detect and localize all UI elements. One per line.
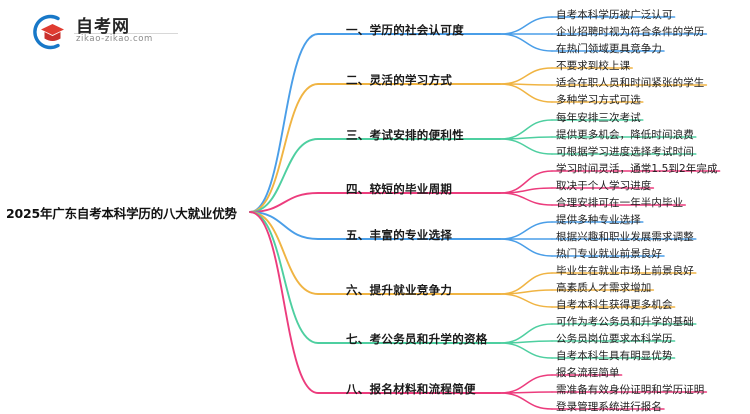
branch-wire <box>249 138 501 213</box>
leaf-wire <box>499 136 553 140</box>
leaf-wire <box>499 16 553 35</box>
leaf-label-1-1: 自考本科学历被广泛认可 <box>556 9 673 21</box>
leaf-label-6-3: 自考本科生获得更多机会 <box>556 299 673 311</box>
leaf-label-3-2: 提供更多机会，降低时间浪费 <box>556 129 694 141</box>
leaf-wire <box>499 221 553 240</box>
logo-domain: zikao-zikao.com <box>76 34 153 44</box>
branch-label-6: 六、提升就业竞争力 <box>346 283 453 297</box>
leaf-wire <box>499 289 553 295</box>
branch-label-3: 三、考试安排的便利性 <box>346 128 464 142</box>
leaf-label-3-1: 每年安排三次考试 <box>556 112 641 124</box>
leaf-wire <box>499 192 553 206</box>
leaf-label-4-3: 合理安排可在一年半内毕业 <box>556 197 684 209</box>
leaf-wire <box>499 187 553 194</box>
leaf-label-5-3: 热门专业就业前景良好 <box>556 248 662 260</box>
leaf-label-2-3: 多种学习方式可选 <box>556 94 641 106</box>
leaf-wire <box>499 340 553 344</box>
leaf-label-5-1: 提供多种专业选择 <box>556 214 641 226</box>
leaf-wire <box>499 67 553 85</box>
leaf-label-4-2: 取决于个人学习进度 <box>556 180 652 192</box>
leaf-label-6-1: 毕业生在就业市场上前景良好 <box>556 265 694 277</box>
leaf-wire <box>499 342 553 359</box>
leaf-label-3-3: 可根据学习进度选择考试时间 <box>556 146 694 158</box>
leaf-wire <box>499 272 553 295</box>
leaf-wire <box>499 391 553 394</box>
leaf-wire <box>499 238 553 257</box>
site-logo: 自考网 zikao-zikao.com <box>28 12 178 52</box>
branch-label-5: 五、丰富的专业选择 <box>346 228 453 242</box>
logo-mark-icon <box>33 14 64 50</box>
branch-label-7: 七、考公务员和升学的资格 <box>346 332 488 346</box>
leaf-label-4-1: 学习时间灵活，通常1.5到2年完成 <box>556 163 718 175</box>
logo-title: 自考网 <box>76 17 130 37</box>
branch-label-2: 二、灵活的学习方式 <box>346 73 453 87</box>
leaf-wire <box>499 119 553 140</box>
leaf-wire <box>499 138 553 155</box>
leaf-label-6-2: 高素质人才需求增加 <box>556 282 652 294</box>
leaf-label-8-1: 报名流程简单 <box>556 367 620 379</box>
leaf-wire <box>499 170 553 194</box>
branch-label-8: 八、报名材料和流程简便 <box>346 382 476 396</box>
leaf-label-2-2: 适合在职人员和时间紧张的学生 <box>556 77 705 89</box>
logo-divider <box>74 33 178 34</box>
leaf-wire <box>499 374 553 394</box>
leaf-label-5-2: 根据兴趣和职业发展需求调整 <box>556 231 694 243</box>
branch-label-1: 一、学历的社会认可度 <box>346 23 464 37</box>
leaf-label-7-1: 可作为考公务员和升学的基础 <box>556 316 694 328</box>
root-topic: 2025年广东自考本科学历的八大就业优势 <box>6 206 237 221</box>
leaf-wire <box>499 323 553 344</box>
leaf-label-7-2: 公务员岗位要求本科学历 <box>556 333 673 345</box>
leaf-wire <box>499 83 553 103</box>
leaf-label-2-1: 不要求到校上课 <box>556 60 631 72</box>
leaf-wire <box>499 33 553 52</box>
leaf-label-1-2: 企业招聘时视为符合条件的学历 <box>556 26 705 38</box>
leaf-label-8-3: 登录管理系统进行报名 <box>556 401 662 413</box>
branch-label-4: 四、较短的毕业周期 <box>346 182 453 196</box>
leaf-label-8-2: 需准备有效身份证明和学历证明 <box>556 384 705 396</box>
leaf-wire <box>499 392 553 410</box>
leaf-wire <box>499 83 553 86</box>
leaf-label-1-3: 在热门领域更具竞争力 <box>556 43 662 55</box>
leaf-wire <box>499 293 553 308</box>
leaf-label-7-3: 自考本科生具有明显优势 <box>556 350 673 362</box>
